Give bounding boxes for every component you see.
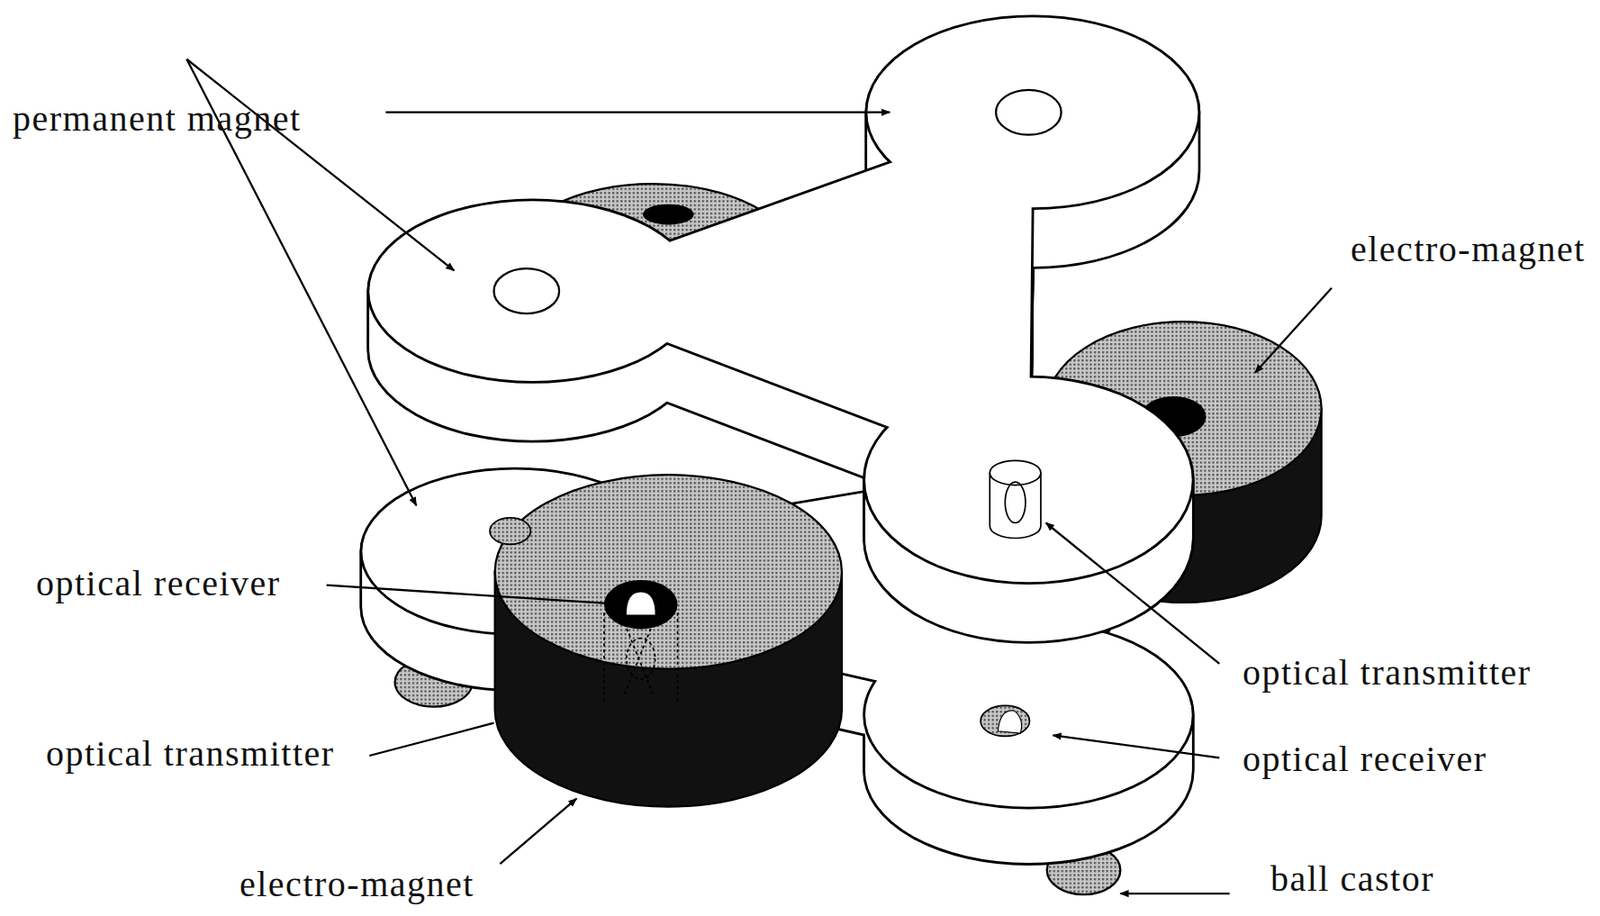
electro-magnet-left (495, 474, 842, 806)
part-label: optical receiver (36, 561, 281, 606)
part-label: optical transmitter (45, 732, 335, 776)
part-label: electro-magnet (1350, 227, 1586, 272)
part-label: electro-magnet (239, 862, 475, 906)
part-label: ball castor (1270, 857, 1435, 901)
part-label: optical transmitter (1242, 650, 1532, 695)
plate-slice (369, 17, 1198, 582)
part-label: permanent magnet (12, 97, 302, 141)
disc-details (489, 90, 1062, 737)
plate-slice (369, 17, 1198, 582)
part-label: optical receiver (1242, 737, 1488, 781)
leader-lines (186, 59, 1332, 894)
